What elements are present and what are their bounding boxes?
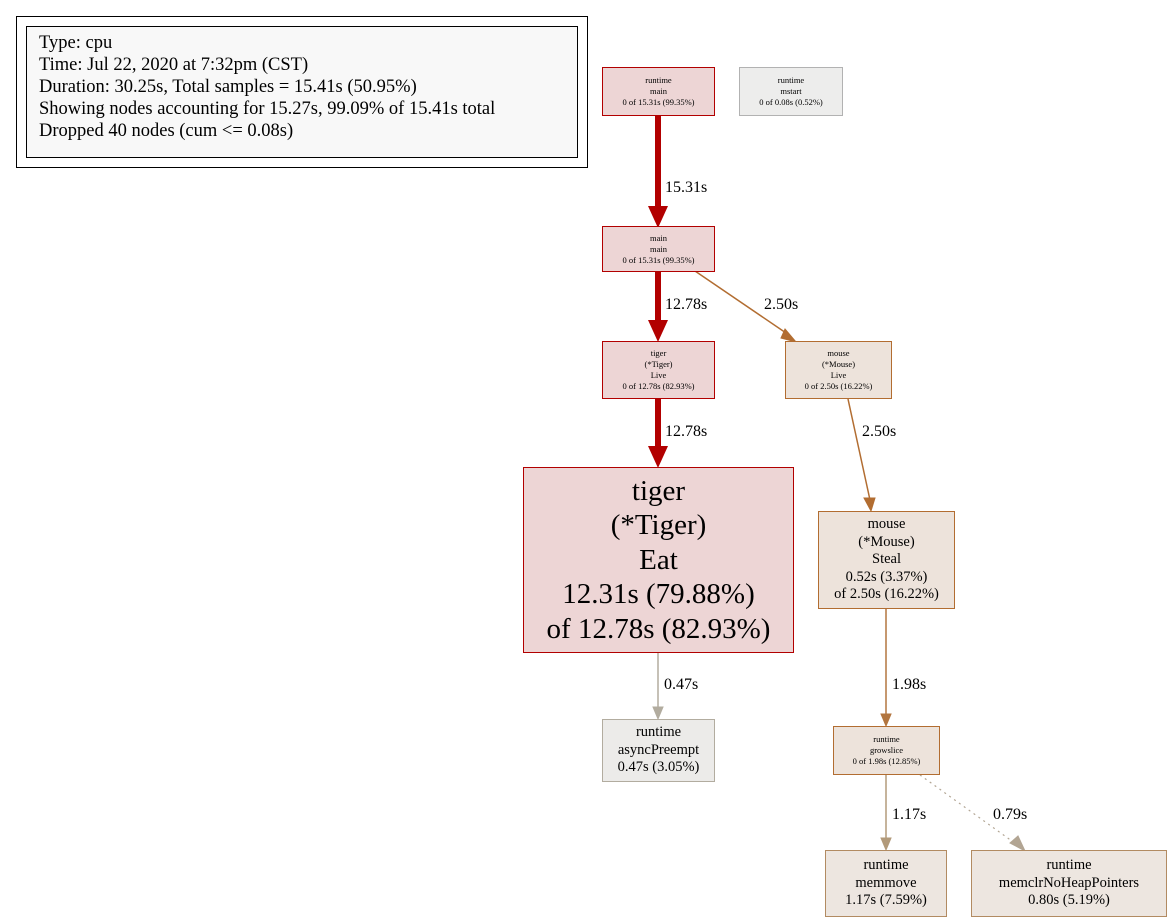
node-flat-cost: 12.31s (79.88%) [562, 578, 755, 611]
node-receiver: (*Tiger) [644, 359, 673, 369]
edge-main-main-to-mouse-live[interactable] [694, 270, 798, 343]
node-tiger-live[interactable]: tiger (*Tiger) Live 0 of 12.78s (82.93%) [602, 341, 715, 399]
node-cum-cost: of 2.50s (16.22%) [834, 586, 939, 603]
edge-label-mouse-steal-to-growslice: 1.98s [892, 676, 927, 693]
edge-growslice-to-memmove[interactable] [880, 775, 892, 852]
node-function: memclrNoHeapPointers [998, 874, 1140, 891]
node-function: growslice [869, 745, 904, 755]
node-cost: 0.47s (3.05%) [617, 759, 700, 776]
edge-main-main-to-tiger-live[interactable] [648, 271, 668, 342]
edge-mouse-steal-to-growslice[interactable] [880, 608, 892, 728]
edge-label-main-main-to-mouse-live: 2.50s [764, 296, 799, 313]
node-function: Live [650, 370, 667, 380]
node-runtime-memmove[interactable]: runtime memmove 1.17s (7.59%) [825, 850, 947, 917]
node-package: mouse [827, 348, 850, 358]
node-receiver: (*Mouse) [821, 359, 856, 369]
node-function: memmove [855, 874, 917, 891]
node-function: main [650, 86, 667, 96]
node-main-main[interactable]: main main 0 of 15.31s (99.35%) [602, 226, 715, 272]
node-package: main [650, 232, 667, 243]
node-function: Steal [872, 551, 901, 568]
node-package: runtime [873, 734, 900, 744]
node-function: Eat [639, 543, 678, 576]
legend-dropped-nodes: Dropped 40 nodes (cum <= 0.08s) [39, 121, 294, 141]
profile-legend-inner: Type: cpu Time: Jul 22, 2020 at 7:32pm (… [26, 26, 578, 158]
node-package: mouse [867, 516, 906, 533]
node-function: asyncPreempt [617, 741, 700, 758]
legend-duration: Duration: 30.25s, Total samples = 15.41s… [39, 77, 417, 97]
node-runtime-async-preempt[interactable]: runtime asyncPreempt 0.47s (3.05%) [602, 719, 715, 782]
edge-label-mouse-live-to-mouse-steal: 2.50s [862, 423, 897, 440]
node-runtime-mstart[interactable]: runtime mstart 0 of 0.08s (0.52%) [739, 67, 843, 116]
legend-showing-nodes: Showing nodes accounting for 15.27s, 99.… [39, 99, 496, 119]
node-mouse-live[interactable]: mouse (*Mouse) Live 0 of 2.50s (16.22%) [785, 341, 892, 399]
edge-tiger-live-to-tiger-eat[interactable] [648, 399, 668, 468]
node-package: runtime [777, 75, 805, 85]
edge-label-growslice-to-memmove: 1.17s [892, 806, 927, 823]
node-package: runtime [1046, 857, 1092, 874]
legend-type: Type: cpu [39, 33, 113, 53]
node-cost: 0 of 0.08s (0.52%) [759, 97, 823, 107]
edge-runtime-main-to-main-main[interactable] [648, 116, 668, 228]
node-function: main [650, 243, 667, 254]
node-cost: 0.80s (5.19%) [1028, 892, 1110, 909]
node-runtime-memclr-no-heap-pointers[interactable]: runtime memclrNoHeapPointers 0.80s (5.19… [971, 850, 1167, 917]
node-cost: 1.17s (7.59%) [845, 892, 927, 909]
legend-time: Time: Jul 22, 2020 at 7:32pm (CST) [39, 55, 309, 75]
node-tiger-eat[interactable]: tiger (*Tiger) Eat 12.31s (79.88%) of 12… [523, 467, 794, 653]
node-receiver: (*Mouse) [858, 533, 915, 550]
edge-growslice-to-memclr[interactable] [919, 774, 1027, 853]
node-cost: 0 of 1.98s (12.85%) [852, 756, 921, 766]
node-package: tiger [631, 474, 686, 507]
edge-label-tiger-live-to-tiger-eat: 12.78s [665, 423, 708, 440]
node-receiver: (*Tiger) [610, 509, 707, 542]
edge-mouse-live-to-mouse-steal[interactable] [847, 398, 876, 513]
node-cost: 0 of 15.31s (99.35%) [622, 97, 695, 107]
profile-legend: Type: cpu Time: Jul 22, 2020 at 7:32pm (… [16, 16, 588, 168]
node-mouse-steal[interactable]: mouse (*Mouse) Steal 0.52s (3.37%) of 2.… [818, 511, 955, 609]
node-cost: 0 of 2.50s (16.22%) [804, 381, 873, 391]
node-function: Live [830, 370, 847, 380]
node-cum-cost: of 12.78s (82.93%) [546, 612, 771, 645]
node-cost: 0 of 15.31s (99.35%) [622, 254, 695, 265]
edge-tiger-eat-to-async-preempt[interactable] [652, 652, 664, 721]
edge-label-main-main-to-tiger-live: 12.78s [665, 296, 708, 313]
node-flat-cost: 0.52s (3.37%) [845, 568, 928, 585]
edge-label-growslice-to-memclr: 0.79s [993, 806, 1028, 823]
node-runtime-main[interactable]: runtime main 0 of 15.31s (99.35%) [602, 67, 715, 116]
node-package: runtime [645, 75, 672, 85]
edge-label-runtime-main-to-main-main: 15.31s [665, 179, 708, 196]
node-package: runtime [635, 724, 682, 741]
node-package: tiger [650, 348, 667, 358]
node-function: mstart [780, 86, 802, 96]
edge-label-tiger-eat-to-async-preempt: 0.47s [664, 676, 699, 693]
node-runtime-growslice[interactable]: runtime growslice 0 of 1.98s (12.85%) [833, 726, 940, 775]
node-cost: 0 of 12.78s (82.93%) [622, 381, 695, 391]
node-package: runtime [863, 857, 909, 874]
